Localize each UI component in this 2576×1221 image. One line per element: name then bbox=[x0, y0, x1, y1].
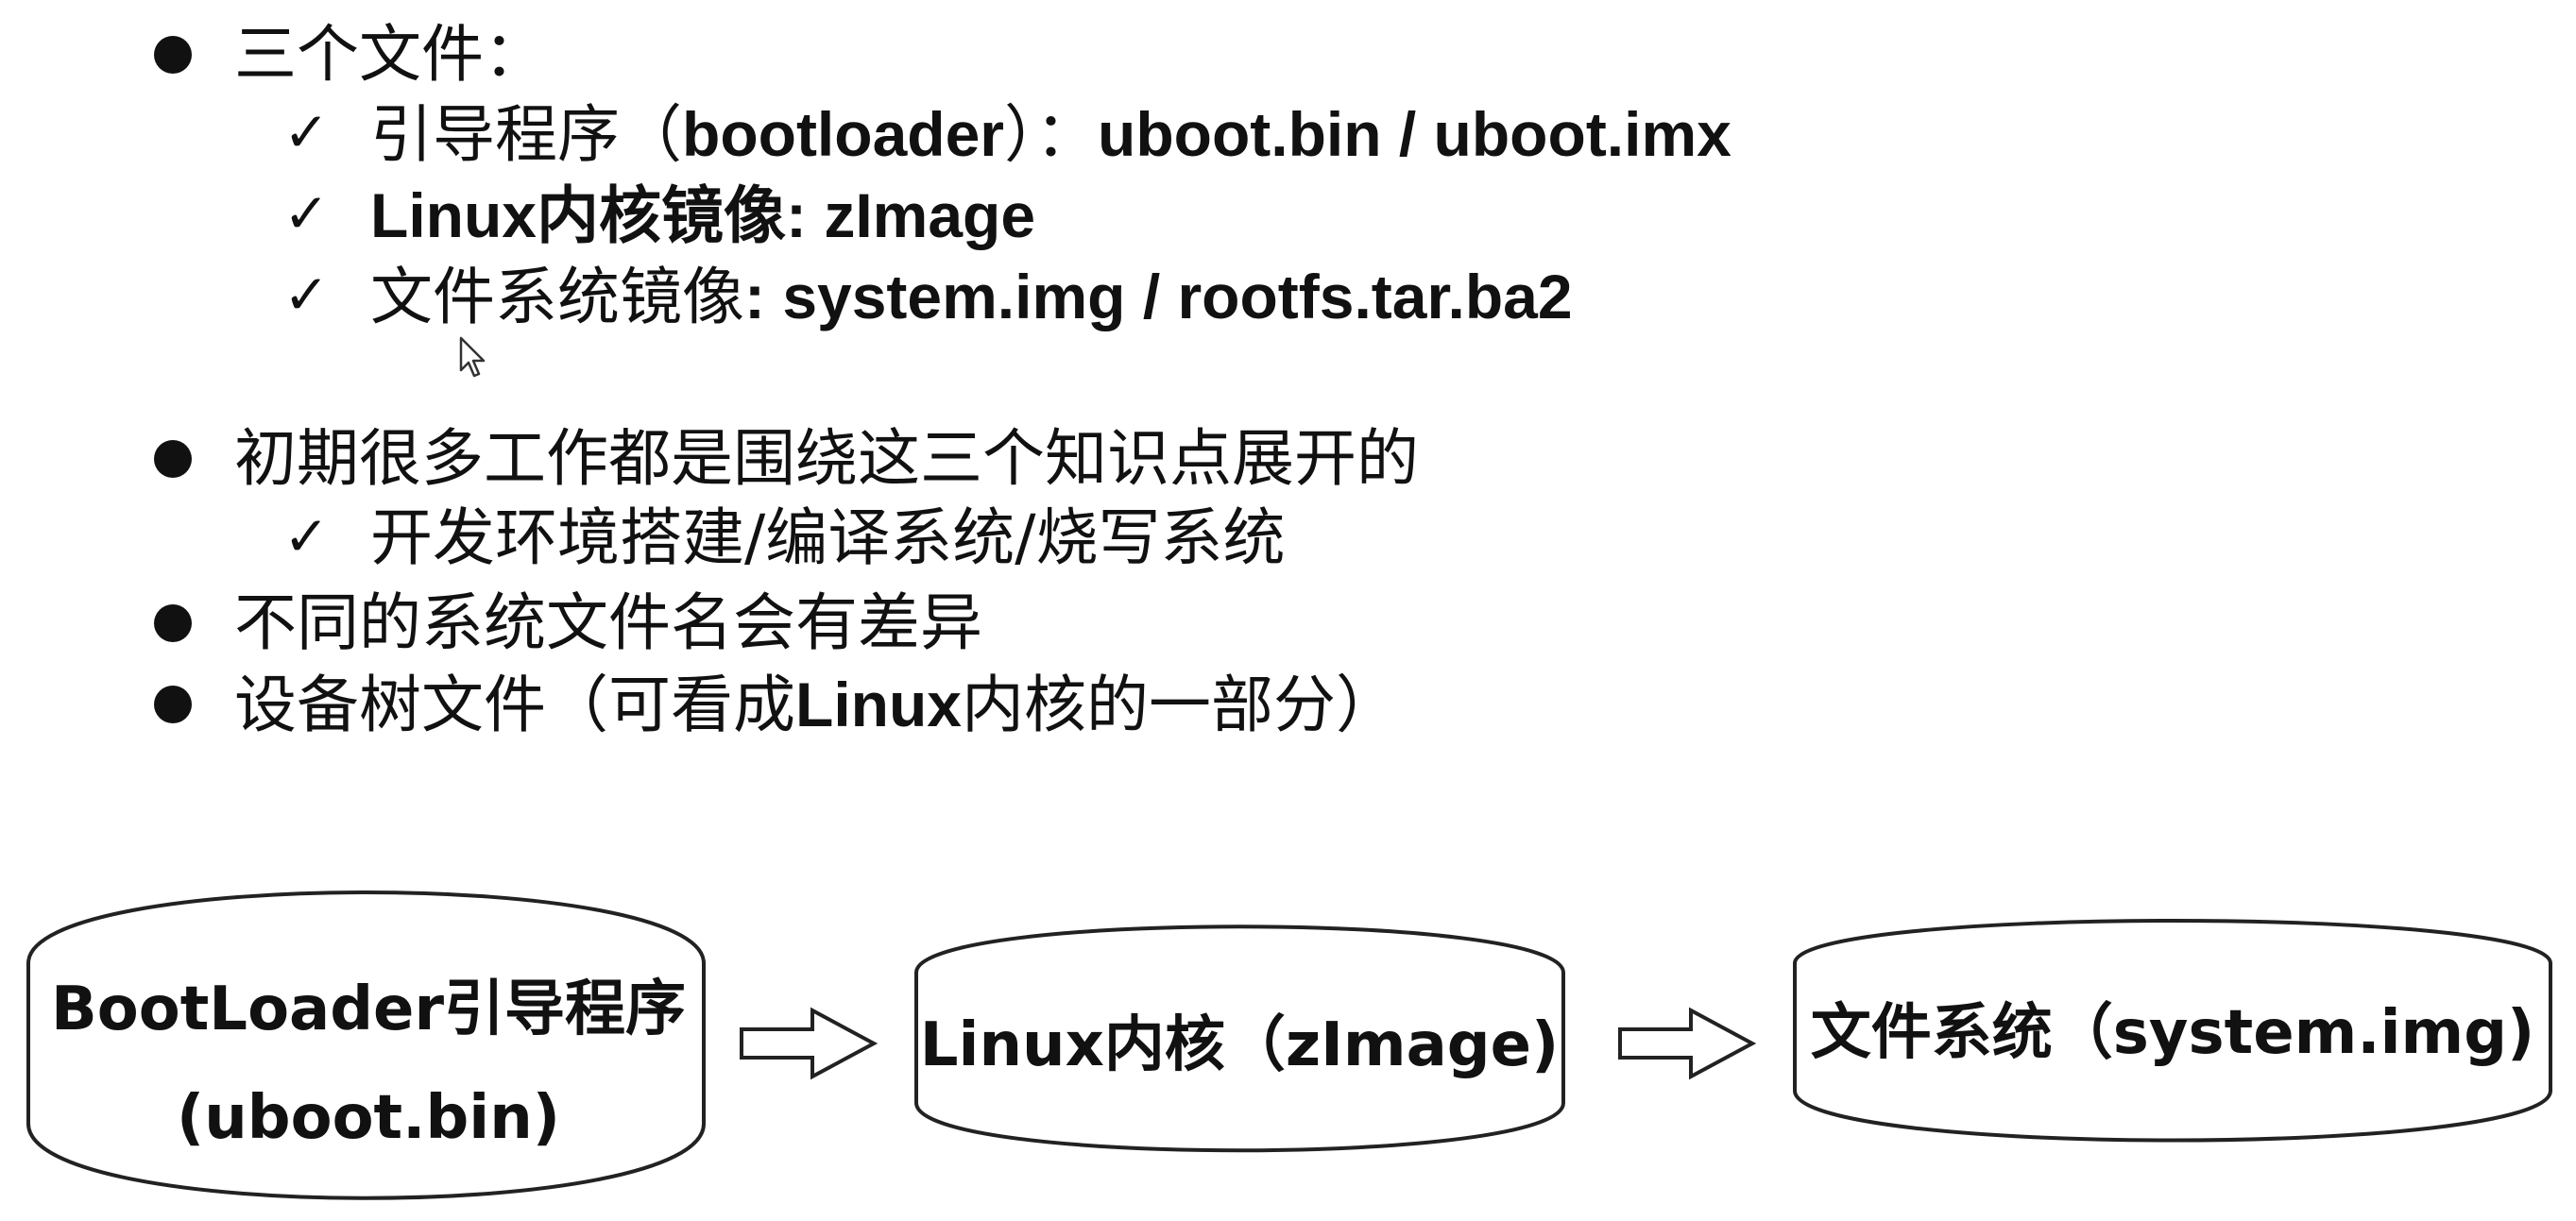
flow-node-kernel: Linux内核（zImage) bbox=[914, 924, 1565, 1153]
flow-node-bootloader-title: BootLoader引导程序 bbox=[51, 975, 686, 1044]
sub-item-workflow: 开发环境搭建/编译系统/烧写系统 bbox=[370, 501, 1286, 574]
bullet-1-text: 三个文件： bbox=[234, 18, 546, 91]
boot-flow-diagram: BootLoader引导程序 (uboot.bin) Linux内核（zImag… bbox=[26, 890, 2552, 1200]
bullet-4-text: 设备树文件（可看成Linux内核的一部分） bbox=[234, 669, 1398, 741]
sub-item-bootloader: 引导程序（bootloader）：uboot.bin / uboot.imx bbox=[370, 98, 1732, 171]
sub-item-filesystem-image: 文件系统镜像: system.img / rootfs.tar.ba2 bbox=[370, 261, 1573, 333]
checkmark-icon: ✓ bbox=[283, 181, 330, 246]
bullet-dot bbox=[154, 36, 192, 74]
bullet-2-text: 初期很多工作都是围绕这三个知识点展开的 bbox=[234, 422, 1419, 495]
mouse-cursor-icon bbox=[459, 336, 486, 378]
bullet-dot bbox=[154, 604, 192, 642]
right-hollow-arrow-icon bbox=[740, 1007, 879, 1080]
right-hollow-arrow-icon bbox=[1618, 1007, 1757, 1080]
bullet-3-text: 不同的系统文件名会有差异 bbox=[234, 586, 982, 659]
flow-node-bootloader: BootLoader引导程序 (uboot.bin) bbox=[26, 890, 706, 1200]
sub-item-kernel-image: Linux内核镜像: zImage bbox=[370, 179, 1036, 252]
bullet-dot bbox=[154, 440, 192, 478]
flow-node-bootloader-subtitle: (uboot.bin) bbox=[177, 1083, 560, 1153]
checkmark-icon: ✓ bbox=[283, 100, 330, 164]
checkmark-icon: ✓ bbox=[283, 263, 330, 327]
checkmark-icon: ✓ bbox=[283, 504, 330, 568]
flow-node-filesystem-title: 文件系统（system.img) bbox=[1811, 998, 2535, 1068]
flow-node-filesystem: 文件系统（system.img) bbox=[1793, 919, 2552, 1143]
bullet-dot bbox=[154, 686, 192, 723]
flow-node-kernel-title: Linux内核（zImage) bbox=[920, 1010, 1560, 1080]
